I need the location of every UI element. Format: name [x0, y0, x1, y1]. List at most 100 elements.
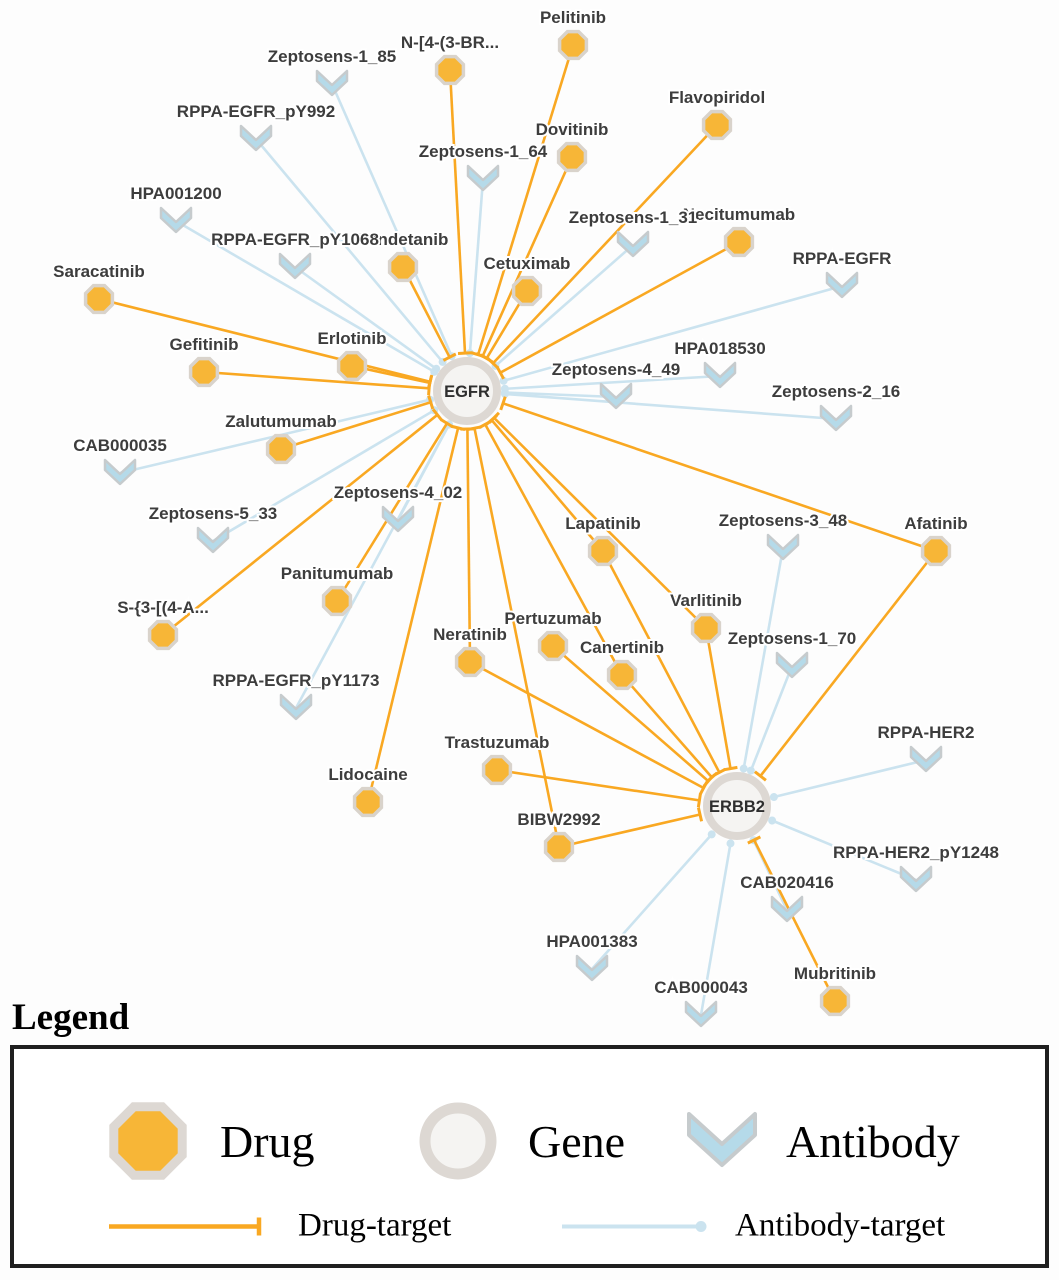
edge-neratinib-erbb2 — [469, 660, 709, 795]
drug-node-afatinib[interactable] — [920, 535, 952, 567]
drug-target-edge-icon — [109, 1217, 262, 1235]
edge-z2_16-egfr — [500, 389, 837, 421]
antibody-node-cab020416[interactable] — [770, 895, 804, 923]
antibody-node-z5_33[interactable] — [196, 526, 230, 554]
drug-node-flavopiridol[interactable] — [701, 109, 733, 141]
antibody-node-rppa_py1068[interactable] — [278, 252, 312, 280]
edge-rppa_her2_py1248-erbb2 — [768, 816, 917, 882]
edge-afatinib-egfr — [499, 396, 937, 553]
edge-mubritinib-erbb2 — [747, 835, 837, 1002]
node-label-lapatinib: Lapatinib — [565, 514, 641, 533]
node-label-vandetanib: Vandetanib — [358, 230, 449, 249]
gene-node-egfr[interactable] — [433, 357, 501, 425]
legend-antibody-label: Antibody — [786, 1115, 960, 1167]
node-label-varlitinib: Varlitinib — [670, 591, 742, 610]
antibody-node-rppa_py992[interactable] — [239, 124, 273, 152]
node-label-cab020416: CAB020416 — [740, 873, 834, 892]
node-label-rppa_egfr: RPPA-EGFR — [793, 249, 892, 268]
edge-pertuzumab-erbb2 — [552, 645, 715, 788]
edge-flavopiridol-egfr — [486, 124, 718, 370]
edge-hpa001200-egfr — [175, 219, 439, 376]
drug-node-panitumumab[interactable] — [321, 585, 353, 617]
antibody-node-icon — [687, 1112, 757, 1167]
edge-rppa_py992-egfr — [255, 138, 447, 366]
antibody-node-rppa_py1173[interactable] — [279, 693, 313, 721]
antibody-node-z1_70[interactable] — [775, 651, 809, 679]
edge-varlitinib-egfr — [488, 411, 707, 629]
legend-drug-label: Drug — [220, 1115, 315, 1167]
node-label-z5_33: Zeptosens-5_33 — [149, 504, 278, 523]
edge-z4_49-egfr — [501, 388, 617, 399]
node-label-cetuximab: Cetuximab — [484, 254, 571, 273]
drug-node-lidocaine[interactable] — [352, 786, 384, 818]
antibody-node-z4_02[interactable] — [381, 505, 415, 533]
gene-node-icon — [419, 1102, 497, 1180]
drug-node-mubritinib[interactable] — [819, 985, 851, 1017]
antibody-node-z1_85[interactable] — [315, 69, 349, 97]
gene-label-egfr: EGFR — [444, 383, 490, 401]
node-label-hpa001383: HPA001383 — [546, 932, 637, 951]
antibody-node-z1_64[interactable] — [466, 164, 500, 192]
antibody-node-rppa_her2[interactable] — [909, 745, 943, 773]
antibody-node-z1_31[interactable] — [616, 230, 650, 258]
node-label-z3_48: Zeptosens-3_48 — [719, 511, 848, 530]
edge-varlitinib-erbb2 — [704, 627, 738, 772]
antibody-node-hpa001383[interactable] — [575, 954, 609, 982]
node-label-erlotinib: Erlotinib — [318, 329, 387, 348]
node-label-panitumumab: Panitumumab — [281, 564, 393, 583]
drug-node-varlitinib[interactable] — [690, 612, 722, 644]
edge-hpa018530-egfr — [500, 374, 721, 393]
legend-item-antibody: Antibody — [682, 1110, 960, 1172]
edge-canertinib-erbb2 — [621, 674, 719, 784]
gene-node-layer — [433, 357, 771, 840]
drug-node-pelitinib[interactable] — [557, 29, 589, 61]
drug-node-vandetanib[interactable] — [387, 251, 419, 283]
drug-node-trastuzumab[interactable] — [481, 754, 513, 786]
edge-trastuzumab-erbb2 — [496, 768, 702, 808]
drug-node-n4_3br[interactable] — [434, 54, 466, 86]
node-label-rppa_py1068: RPPA-EGFR_pY1068 — [211, 230, 379, 249]
drug-node-lapatinib[interactable] — [587, 535, 619, 567]
node-label-neratinib: Neratinib — [433, 625, 507, 644]
drug-node-cetuximab[interactable] — [511, 275, 543, 307]
drug-node-gefitinib[interactable] — [188, 356, 220, 388]
antibody-node-z4_49[interactable] — [599, 382, 633, 410]
antibody-node-cab000035[interactable] — [103, 458, 137, 486]
drug-node-pertuzumab[interactable] — [537, 630, 569, 662]
antibody-node-cab000043[interactable] — [684, 1000, 718, 1028]
node-label-trastuzumab: Trastuzumab — [445, 733, 550, 752]
edge-z1_64-egfr — [465, 178, 485, 358]
edge-z1_85-egfr — [330, 83, 456, 361]
node-label-gefitinib: Gefitinib — [170, 335, 239, 354]
node-label-cab000035: CAB000035 — [73, 436, 167, 455]
drug-node-neratinib[interactable] — [454, 646, 486, 678]
edge-n4_3br-egfr — [448, 69, 473, 355]
edge-canertinib-egfr — [478, 419, 624, 676]
node-label-z4_02: Zeptosens-4_02 — [334, 483, 463, 502]
node-label-z1_70: Zeptosens-1_70 — [728, 629, 857, 648]
drug-node-s3_4a[interactable] — [147, 619, 179, 651]
gene-node-erbb2[interactable] — [703, 772, 771, 840]
node-label-bibw2992: BIBW2992 — [517, 810, 600, 829]
drug-node-zalutumumab[interactable] — [265, 433, 297, 465]
drug-node-erlotinib[interactable] — [336, 350, 368, 382]
node-label-s3_4a: S-{3-[(4-A... — [117, 598, 209, 617]
antibody-node-rppa_her2_py1248[interactable] — [899, 865, 933, 893]
drug-node-canertinib[interactable] — [606, 659, 638, 691]
antibody-node-rppa_egfr[interactable] — [825, 271, 859, 299]
drug-node-dovitinib[interactable] — [556, 141, 588, 173]
node-label-pertuzumab: Pertuzumab — [504, 609, 601, 628]
antibody-node-hpa001200[interactable] — [159, 206, 193, 234]
antibody-target-edge-icon — [562, 1220, 707, 1232]
legend-item-drug-target: Drug-target — [106, 1208, 451, 1245]
edge-dovitinib-egfr — [475, 156, 574, 361]
antibody-node-z2_16[interactable] — [819, 404, 853, 432]
antibody-node-hpa018530[interactable] — [703, 361, 737, 389]
antibody-node-z3_48[interactable] — [766, 533, 800, 561]
drug-node-saracatinib[interactable] — [83, 283, 115, 315]
edge-gefitinib-egfr — [203, 370, 432, 396]
node-label-saracatinib: Saracatinib — [53, 262, 145, 281]
edge-zalutumumab-egfr — [280, 395, 435, 451]
drug-node-necitumumab[interactable] — [723, 226, 755, 258]
drug-node-bibw2992[interactable] — [543, 831, 575, 863]
